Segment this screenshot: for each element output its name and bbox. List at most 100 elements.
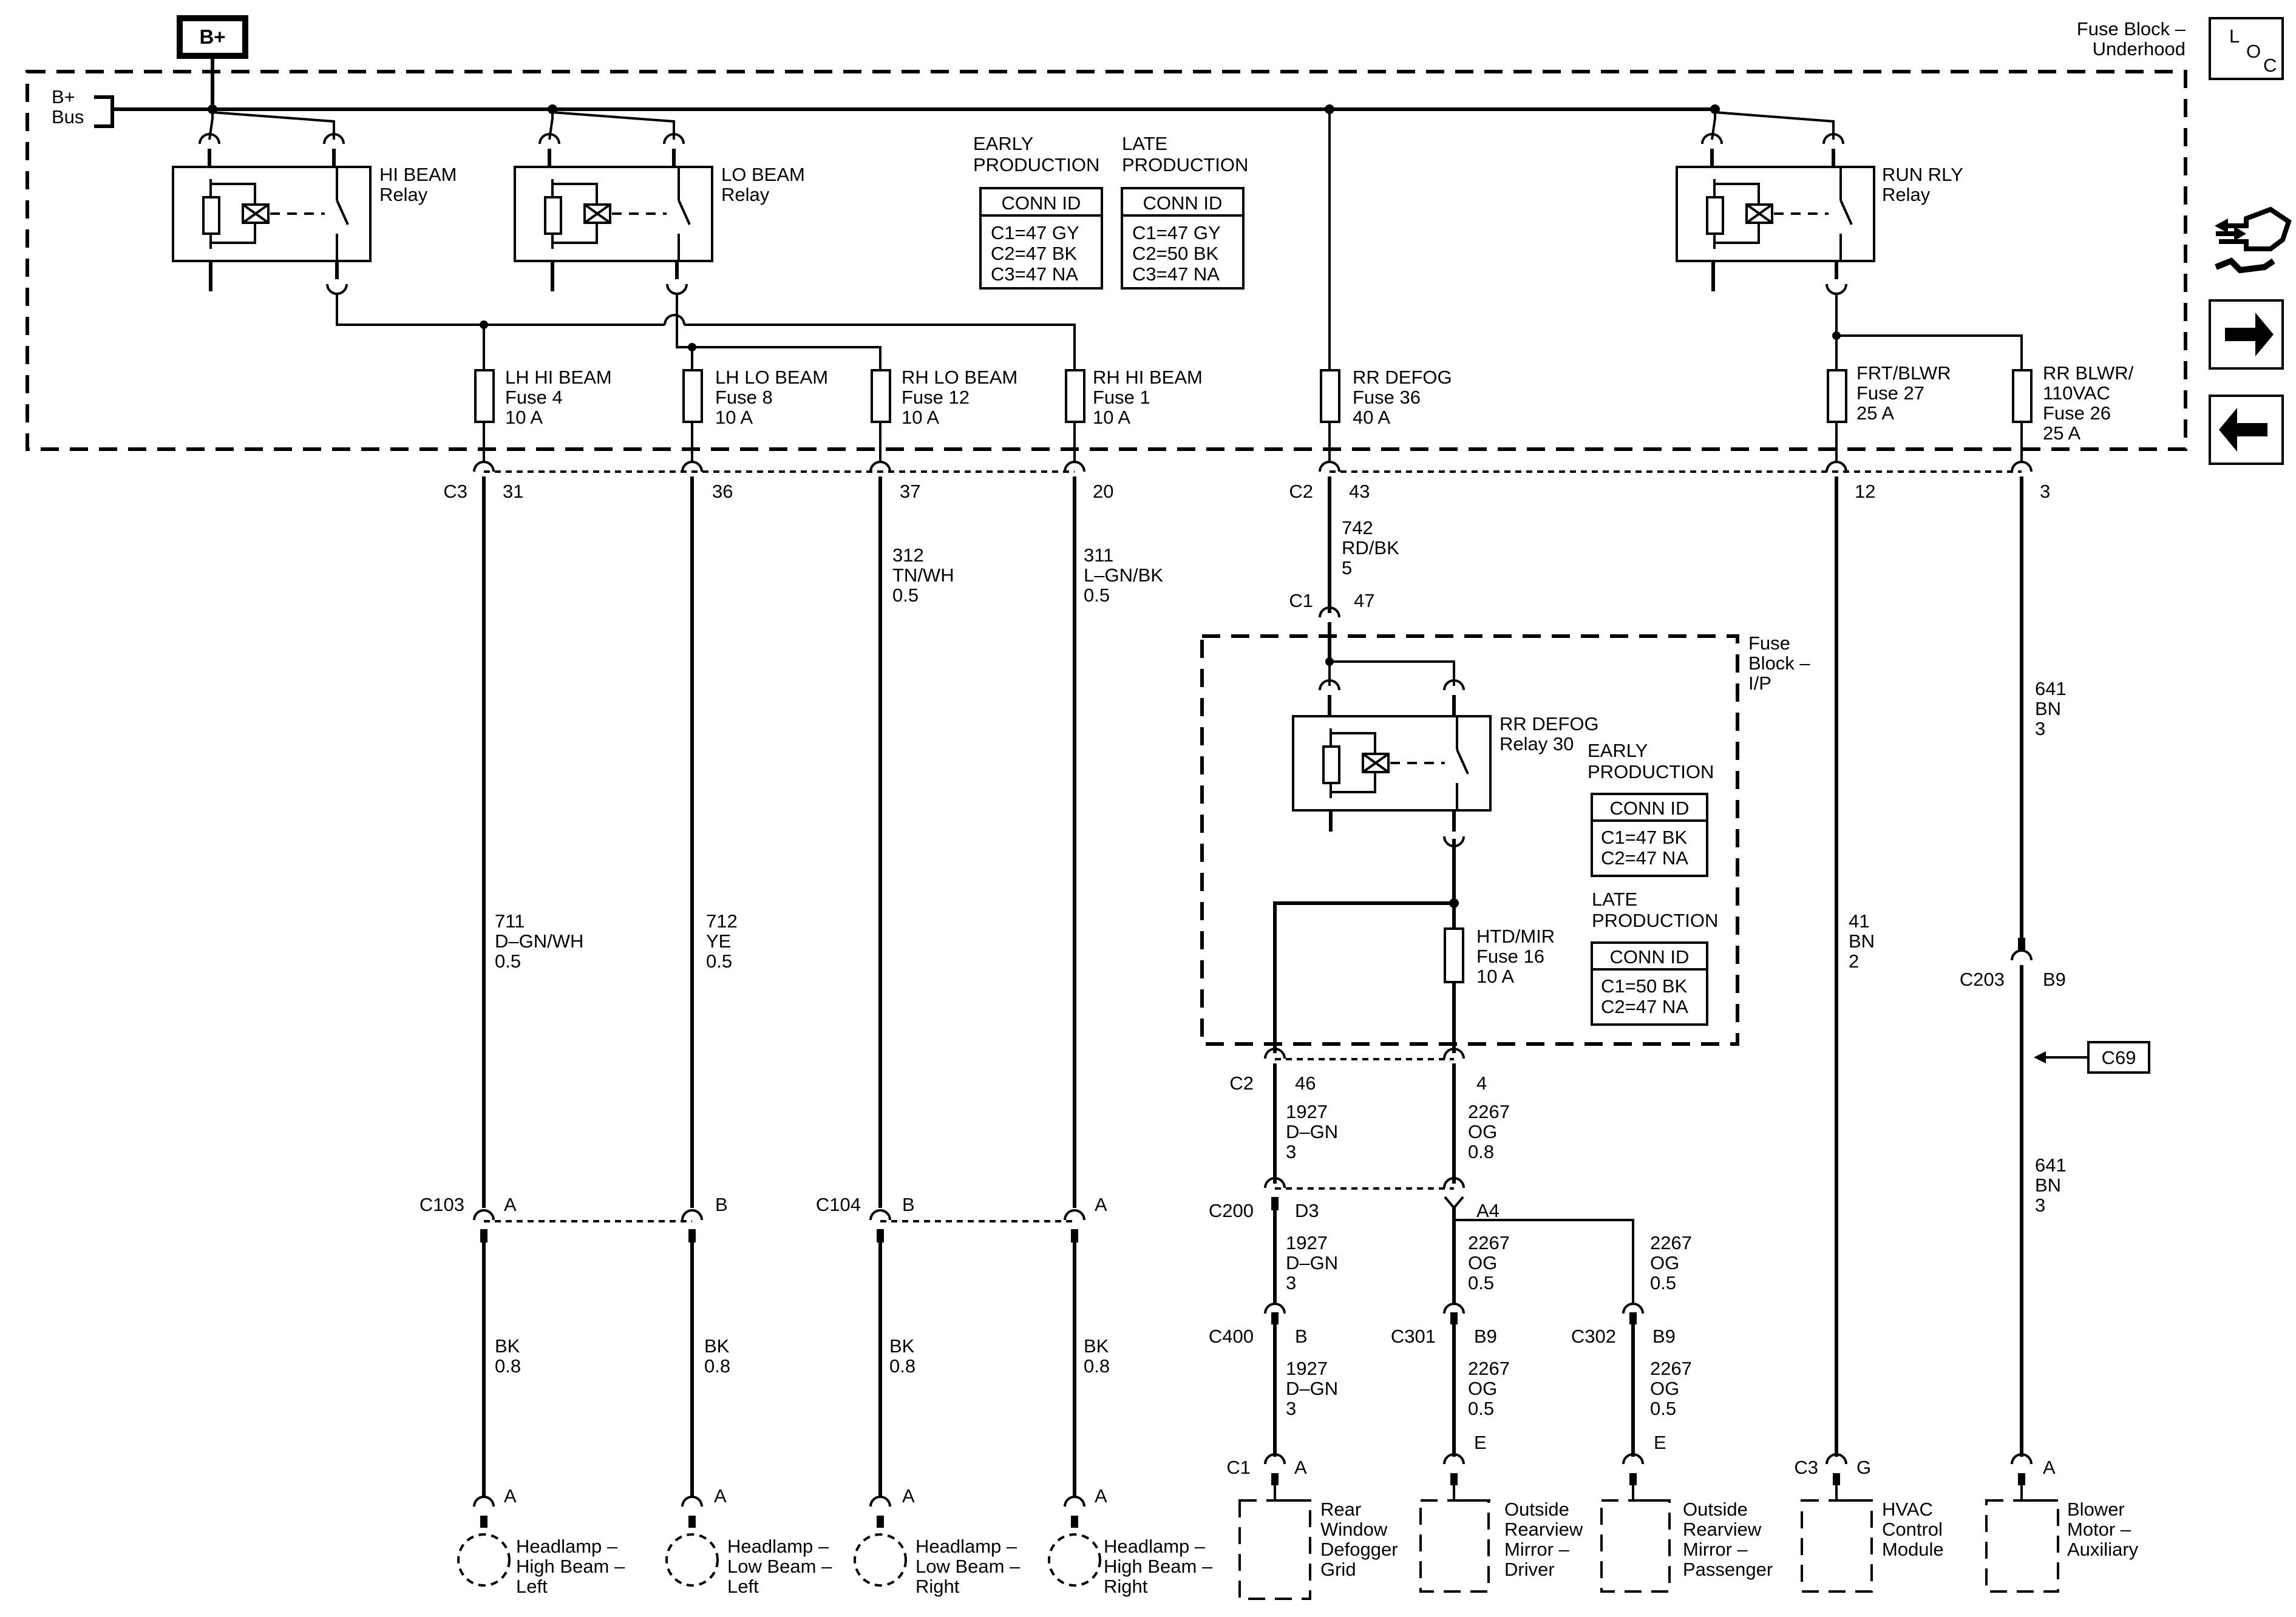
ip-late-conn-table: CONN ID C1=50 BK C2=47 NA bbox=[1591, 941, 1708, 1026]
svg-text:Passenger: Passenger bbox=[1683, 1559, 1773, 1580]
fuse-block-ip-outline bbox=[1200, 634, 1739, 1046]
c400-pin-b: B bbox=[1295, 1326, 1308, 1347]
connector-row-underhood bbox=[473, 461, 2033, 473]
svg-text:OG: OG bbox=[1650, 1378, 1679, 1399]
c103-pin-a: A bbox=[504, 1194, 517, 1215]
svg-text:Mirror –: Mirror – bbox=[1683, 1539, 1748, 1560]
svg-text:Driver: Driver bbox=[1504, 1559, 1555, 1580]
svg-text:C2=47 NA: C2=47 NA bbox=[1601, 847, 1688, 869]
svg-text:3: 3 bbox=[1286, 1398, 1296, 1419]
fuse-block-ip-label-3: I/P bbox=[1748, 673, 1771, 694]
svg-text:2: 2 bbox=[1849, 951, 1859, 972]
hi-beam-relay: HI BEAM Relay bbox=[172, 109, 457, 295]
svg-text:0.5: 0.5 bbox=[1468, 1272, 1494, 1293]
early-conn-table: CONN ID C1=47 GY C2=47 BK C3=47 NA bbox=[979, 187, 1103, 290]
late-production-title-1: LATE bbox=[1122, 133, 1167, 154]
svg-text:OG: OG bbox=[1468, 1378, 1497, 1399]
lo-beam-relay-label-2: Relay bbox=[721, 184, 770, 205]
late-production-title-2: PRODUCTION bbox=[1122, 154, 1248, 175]
c69-reference-button[interactable]: C69 bbox=[2034, 1041, 2150, 1074]
b-bus-label-2: Bus bbox=[52, 106, 84, 127]
c104-pin-a: A bbox=[1095, 1194, 1107, 1215]
conn-c2-ip-label: C2 bbox=[1229, 1073, 1254, 1094]
svg-text:Left: Left bbox=[727, 1576, 759, 1597]
svg-text:A: A bbox=[902, 1485, 915, 1507]
svg-text:Headlamp –: Headlamp – bbox=[915, 1536, 1017, 1557]
svg-text:0.8: 0.8 bbox=[704, 1355, 730, 1377]
wire-2267-c: 2267 OG 0.5 bbox=[1650, 1232, 1692, 1293]
svg-text:CONN ID: CONN ID bbox=[1610, 946, 1690, 968]
svg-text:D–GN: D–GN bbox=[1286, 1252, 1338, 1273]
svg-text:RR BLWR/: RR BLWR/ bbox=[2043, 362, 2134, 384]
svg-text:Fuse 16: Fuse 16 bbox=[1476, 946, 1544, 967]
svg-text:D–GN/WH: D–GN/WH bbox=[495, 931, 583, 952]
conn-c103-c104 bbox=[473, 1209, 1085, 1242]
rear-window-defogger-grid: C1 A Rear Window Defogger Grid bbox=[1226, 1453, 1398, 1600]
svg-text:RH HI BEAM: RH HI BEAM bbox=[1093, 367, 1203, 388]
ip-early-conn-table: CONN ID C1=47 BK C2=47 NA bbox=[1591, 793, 1708, 877]
fuse-rh-hi-beam: RH HI BEAM Fuse 1 10 A bbox=[1065, 367, 1203, 461]
conn-c400-label: C400 bbox=[1209, 1326, 1254, 1347]
svg-text:0.8: 0.8 bbox=[889, 1355, 915, 1377]
svg-text:3: 3 bbox=[1286, 1141, 1296, 1162]
svg-text:40 A: 40 A bbox=[1353, 407, 1390, 428]
svg-text:2267: 2267 bbox=[1468, 1358, 1510, 1379]
loc-button[interactable]: L O C bbox=[2209, 17, 2284, 80]
early-production-title-1: EARLY bbox=[973, 133, 1033, 154]
svg-text:C3: C3 bbox=[1794, 1457, 1818, 1478]
fuse-htd-mir: HTD/MIR Fuse 16 10 A bbox=[1444, 926, 1555, 1053]
pin-47: 47 bbox=[1354, 590, 1374, 611]
conn-c103-label: C103 bbox=[419, 1194, 464, 1215]
svg-text:OG: OG bbox=[1650, 1252, 1679, 1273]
back-arrow-icon[interactable] bbox=[2209, 395, 2284, 465]
svg-text:10 A: 10 A bbox=[1093, 407, 1130, 428]
wire-711: 711 D–GN/WH 0.5 bbox=[482, 476, 583, 1208]
svg-text:C2=50 BK: C2=50 BK bbox=[1132, 243, 1219, 264]
run-relay-label-1: RUN RLY bbox=[1882, 164, 1963, 185]
svg-text:Motor –: Motor – bbox=[2067, 1519, 2131, 1540]
headlamp-high-beam-left: A Headlamp – High Beam – Left bbox=[457, 1485, 625, 1597]
pin-31: 31 bbox=[503, 481, 523, 502]
svg-text:10 A: 10 A bbox=[1476, 966, 1514, 987]
svg-text:High Beam –: High Beam – bbox=[1104, 1556, 1213, 1577]
pin-4: 4 bbox=[1476, 1073, 1487, 1094]
svg-text:311: 311 bbox=[1084, 544, 1113, 566]
svg-text:C69: C69 bbox=[2102, 1047, 2136, 1068]
svg-text:L–GN/BK: L–GN/BK bbox=[1084, 564, 1163, 586]
wire-712: 712 YE 0.5 bbox=[690, 476, 738, 1208]
fuse-block-underhood-title-1: Fuse Block – bbox=[2077, 18, 2186, 39]
svg-text:2267: 2267 bbox=[1468, 1101, 1510, 1122]
svg-text:C2=47 NA: C2=47 NA bbox=[1601, 996, 1688, 1017]
svg-text:3: 3 bbox=[2035, 718, 2045, 739]
pin-a4: A4 bbox=[1476, 1200, 1500, 1221]
svg-text:A: A bbox=[714, 1485, 727, 1507]
headlamp-low-beam-left: A Headlamp – Low Beam – Left bbox=[665, 1485, 832, 1597]
connector-end-view-icon[interactable] bbox=[2215, 206, 2292, 274]
forward-arrow-icon[interactable] bbox=[2209, 299, 2284, 370]
c302-pin-b9: B9 bbox=[1652, 1326, 1676, 1347]
svg-text:C: C bbox=[2263, 55, 2277, 76]
fuse-block-ip-label-1: Fuse bbox=[1748, 632, 1790, 654]
conn-c2-label: C2 bbox=[1289, 481, 1313, 502]
lo-beam-relay-label-1: LO BEAM bbox=[721, 164, 805, 185]
svg-text:Fuse 8: Fuse 8 bbox=[715, 387, 773, 408]
conn-c301-label: C301 bbox=[1391, 1326, 1436, 1347]
svg-text:BK: BK bbox=[1084, 1335, 1109, 1357]
svg-text:YE: YE bbox=[706, 931, 731, 952]
svg-text:25 A: 25 A bbox=[2043, 422, 2080, 444]
svg-text:CONN ID: CONN ID bbox=[1610, 798, 1690, 819]
svg-text:Fuse 4: Fuse 4 bbox=[505, 387, 563, 408]
svg-text:1927: 1927 bbox=[1286, 1101, 1328, 1122]
svg-text:Low Beam –: Low Beam – bbox=[915, 1556, 1021, 1577]
blower-motor-auxiliary: A Blower Motor – Auxiliary bbox=[1985, 1453, 2139, 1593]
svg-text:Control: Control bbox=[1882, 1519, 1943, 1540]
conn-c302-label: C302 bbox=[1571, 1326, 1616, 1347]
headlamp-high-beam-right: A Headlamp – High Beam – Right bbox=[1048, 1485, 1213, 1597]
svg-text:Rearview: Rearview bbox=[1683, 1519, 1762, 1540]
svg-text:BK: BK bbox=[495, 1335, 520, 1357]
wire-2267-b: 2267 OG 0.5 bbox=[1452, 1220, 1510, 1305]
svg-text:Fuse 26: Fuse 26 bbox=[2043, 402, 2111, 424]
svg-text:0.8: 0.8 bbox=[1468, 1141, 1494, 1162]
svg-text:C3=47 NA: C3=47 NA bbox=[991, 263, 1078, 285]
svg-text:Headlamp –: Headlamp – bbox=[1104, 1536, 1206, 1557]
